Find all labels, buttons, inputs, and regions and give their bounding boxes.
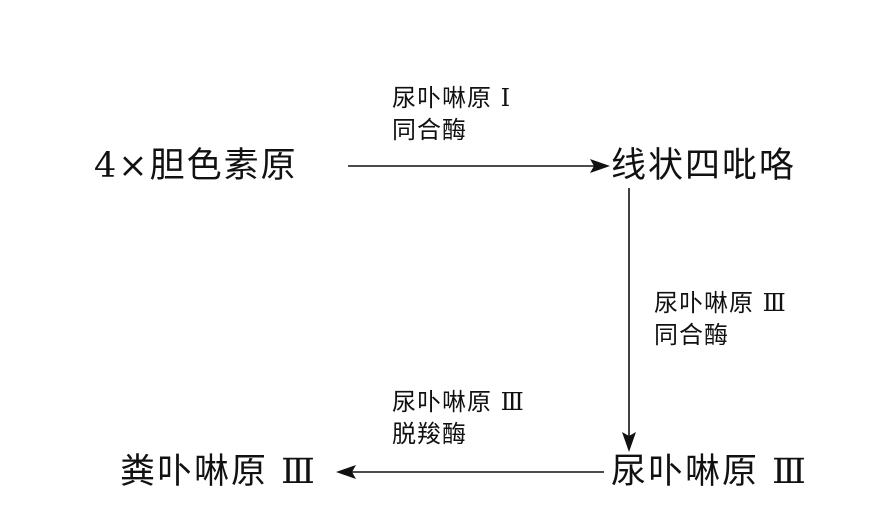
node-porphobilinogen: 4×胆色素原 bbox=[94, 146, 298, 186]
edge-label-line: 脱羧酶 bbox=[392, 420, 467, 448]
node-uroporphyrinogen-iii: 尿卟啉原 Ⅲ bbox=[611, 452, 808, 492]
edge-label-synthase-iii: 尿卟啉原 Ⅲ 同合酶 bbox=[654, 287, 787, 351]
node-linear-tetrapyrrole: 线状四吡咯 bbox=[611, 146, 797, 186]
edge-label-synthase-i: 尿卟啉原 Ⅰ 同合酶 bbox=[392, 82, 511, 146]
node-coproporphyrinogen-iii: 粪卟啉原 Ⅲ bbox=[120, 452, 317, 492]
arrowhead-down bbox=[622, 432, 636, 452]
arrowhead-left bbox=[336, 465, 356, 479]
arrowhead-right bbox=[590, 159, 610, 173]
edge-label-line: 同合酶 bbox=[654, 321, 729, 349]
edge-label-line: 尿卟啉原 Ⅲ bbox=[654, 289, 787, 317]
edge-label-line: 同合酶 bbox=[392, 116, 467, 144]
edge-label-line: 尿卟啉原 Ⅰ bbox=[392, 84, 512, 112]
edge-label-decarboxylase: 尿卟啉原 Ⅲ 脱羧酶 bbox=[392, 386, 525, 450]
edge-label-line: 尿卟啉原 Ⅲ bbox=[392, 388, 525, 416]
